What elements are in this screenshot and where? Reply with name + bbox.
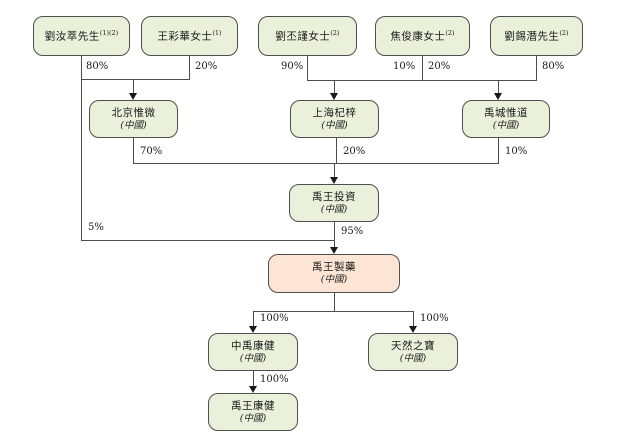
arrow-down-icon: [249, 386, 257, 393]
company-name: 天然之寶: [391, 339, 435, 352]
footnote-ref: (2): [445, 28, 455, 37]
node-yuwang-investment: 禹王投資 (中國): [289, 184, 379, 222]
node-liu-pijin: 劉丕謹女士(2): [258, 16, 357, 56]
connector: [133, 163, 499, 164]
connector: [334, 293, 335, 311]
ownership-pct: 20%: [343, 146, 366, 157]
node-yuwang-pharma: 禹王製藥 (中國): [268, 254, 400, 293]
node-beijing-weiwei: 北京惟微 (中國): [89, 100, 178, 138]
node-yucheng-weidao: 禹城惟道 (中國): [462, 100, 550, 138]
connector: [307, 56, 308, 80]
shareholder-name: 劉丕謹女士: [275, 30, 331, 43]
connector: [307, 80, 537, 81]
arrow-down-icon: [129, 93, 137, 100]
arrow-down-icon: [330, 177, 338, 184]
connector: [81, 56, 82, 241]
node-wang-caihua: 王彩華女士(1): [141, 16, 238, 56]
connector: [253, 311, 254, 327]
node-jiao-junkang: 焦俊康女士(2): [375, 16, 470, 56]
connector: [189, 56, 190, 79]
company-name: 禹王康健: [231, 399, 275, 412]
arrow-down-icon: [249, 326, 257, 333]
connector: [253, 311, 414, 312]
shareholder-name: 王彩華女士: [157, 30, 213, 43]
company-name: 中禹康健: [231, 339, 275, 352]
node-shanghai-qizi: 上海杞梓 (中國): [290, 100, 379, 138]
connector: [334, 163, 335, 178]
jurisdiction-label: (中國): [399, 352, 427, 364]
arrow-down-icon: [330, 93, 338, 100]
node-yuwang-health: 禹王康健 (中國): [208, 393, 298, 431]
company-name: 禹城惟道: [484, 106, 528, 119]
ownership-pct: 80%: [86, 61, 109, 72]
connector: [334, 80, 335, 95]
jurisdiction-label: (中國): [239, 352, 267, 364]
ownership-pct: 20%: [428, 61, 451, 72]
ownership-pct: 90%: [281, 61, 304, 72]
footnote-ref: (2): [330, 28, 340, 37]
arrow-down-icon: [409, 326, 417, 333]
jurisdiction-label: (中國): [320, 274, 348, 286]
connector: [133, 79, 134, 95]
footnote-ref: (1)(2): [99, 28, 119, 37]
ownership-pct: 100%: [260, 374, 289, 385]
connector: [413, 311, 414, 327]
jurisdiction-label: (中國): [320, 203, 348, 215]
connector: [336, 138, 337, 163]
node-tianran-zhibao: 天然之寶 (中國): [368, 333, 458, 371]
ownership-pct: 70%: [140, 146, 163, 157]
node-liu-rucui: 劉汝萃先生(1)(2): [33, 16, 130, 56]
connector: [81, 79, 190, 80]
company-name: 禹王製藥: [312, 261, 356, 273]
shareholder-name: 焦俊康女士: [390, 30, 446, 43]
jurisdiction-label: (中國): [321, 119, 348, 131]
ownership-pct: 100%: [260, 313, 289, 324]
connector: [334, 222, 335, 248]
connector: [422, 56, 423, 80]
jurisdiction-label: (中國): [120, 119, 147, 131]
ownership-pct: 95%: [341, 226, 364, 237]
ownership-pct: 5%: [88, 222, 104, 233]
footnote-ref: (2): [559, 28, 569, 37]
ownership-pct: 10%: [393, 61, 416, 72]
jurisdiction-label: (中國): [239, 412, 267, 424]
arrow-down-icon: [494, 93, 502, 100]
jurisdiction-label: (中國): [492, 119, 520, 131]
company-name: 北京惟微: [111, 106, 156, 119]
arrow-down-icon: [330, 247, 338, 254]
node-zhongyu-health: 中禹康健 (中國): [208, 333, 298, 371]
ownership-pct: 80%: [542, 61, 565, 72]
ownership-pct: 10%: [505, 146, 528, 157]
footnote-ref: (1): [212, 28, 222, 37]
company-name: 禹王投資: [312, 190, 356, 203]
shareholder-name: 劉汝萃先生: [44, 30, 100, 43]
connector: [536, 56, 537, 80]
company-name: 上海杞梓: [312, 106, 357, 119]
shareholder-name: 劉錫潛先生: [504, 30, 560, 43]
connector: [498, 80, 499, 95]
connector: [498, 138, 499, 163]
connector: [133, 138, 134, 163]
ownership-pct: 100%: [420, 313, 449, 324]
connector: [253, 371, 254, 387]
connector: [81, 240, 335, 241]
node-liu-xiqian: 劉錫潛先生(2): [490, 16, 583, 56]
ownership-pct: 20%: [195, 61, 218, 72]
